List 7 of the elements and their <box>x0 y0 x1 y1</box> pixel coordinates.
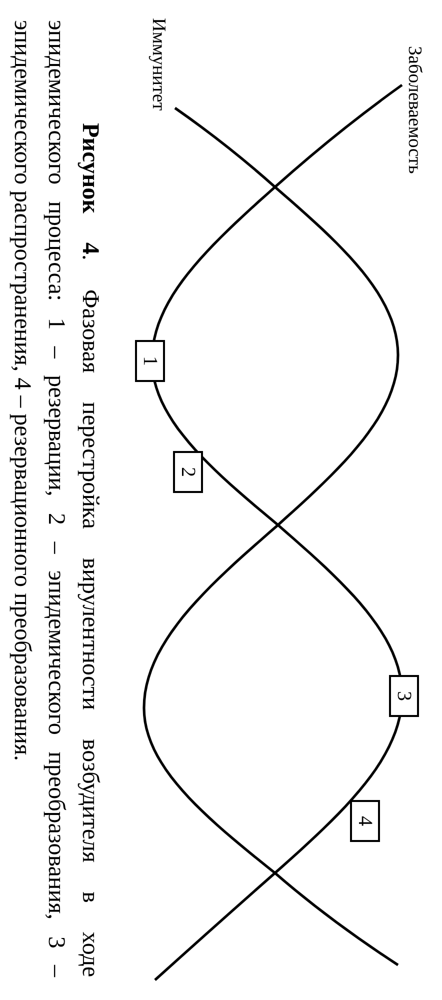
curve-label: Заболеваемость <box>405 46 424 174</box>
figure-caption: Рисунок 4. Фазовая перестройка вирулентности возбудителя в ходе эпидемического процесса: 1 – резервации, 2 – эпидемического преобразования, 3 – эпидемического распространения, 4 – резервационного преобразования. <box>8 20 104 977</box>
curve-label: Иммунитет <box>149 18 168 111</box>
phase-number-box: 3 <box>389 675 419 717</box>
phase-number-box: 1 <box>135 340 165 382</box>
phase-number-box: 2 <box>173 451 203 493</box>
phase-number-box: 4 <box>350 800 380 842</box>
